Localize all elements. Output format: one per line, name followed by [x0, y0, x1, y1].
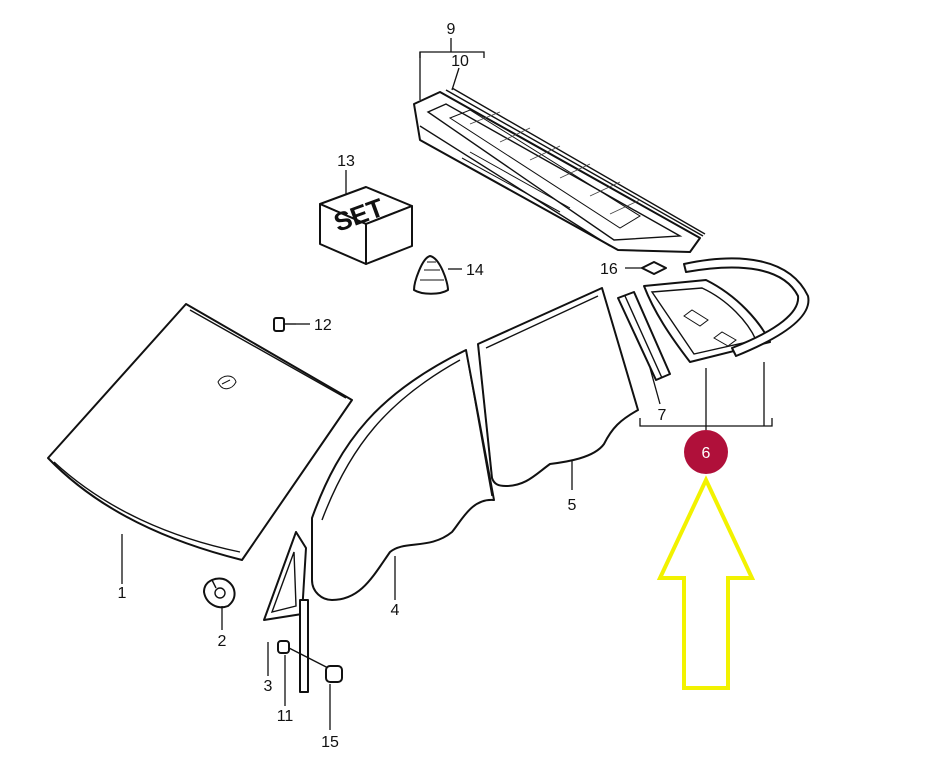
- highlight-arrow: [656, 475, 756, 690]
- highlight-badge[interactable]: 6: [684, 430, 728, 474]
- callout-13: 13: [337, 153, 355, 170]
- rear-window-assembly: [413, 87, 706, 253]
- pad-16: [641, 261, 667, 275]
- callout-2: 2: [218, 633, 227, 650]
- callout-1: 1: [118, 585, 127, 602]
- callout-16: 16: [600, 261, 618, 278]
- callout-5: 5: [568, 497, 577, 514]
- callout-14: 14: [466, 262, 484, 279]
- callout-7: 7: [658, 407, 667, 424]
- seal-strip: [617, 291, 671, 381]
- bushing-15: [325, 665, 343, 683]
- clip-2: [203, 577, 236, 609]
- leader-lines: [121, 38, 773, 730]
- callout-15: 15: [321, 734, 339, 751]
- callout-3: 3: [264, 678, 273, 695]
- callout-6: 6: [702, 445, 711, 462]
- front-quarter-window: [263, 531, 309, 693]
- callouts: 9 10 13 14 12 16 1 2 3 11 15 4 5 7: [118, 21, 667, 751]
- callout-10: 10: [451, 53, 469, 70]
- callout-4: 4: [391, 602, 400, 619]
- set-kit-box: SET: [319, 186, 413, 265]
- callout-9: 9: [447, 21, 456, 38]
- rubber-buffer: [413, 255, 449, 295]
- windshield: [47, 303, 353, 561]
- badge-circle: [684, 430, 728, 474]
- front-door-window: [311, 349, 495, 601]
- callout-11: 11: [277, 708, 294, 725]
- rear-door-window: [477, 287, 639, 487]
- window-trim-arc: [683, 257, 810, 357]
- callout-12: 12: [314, 317, 332, 334]
- screw-12: [273, 317, 296, 332]
